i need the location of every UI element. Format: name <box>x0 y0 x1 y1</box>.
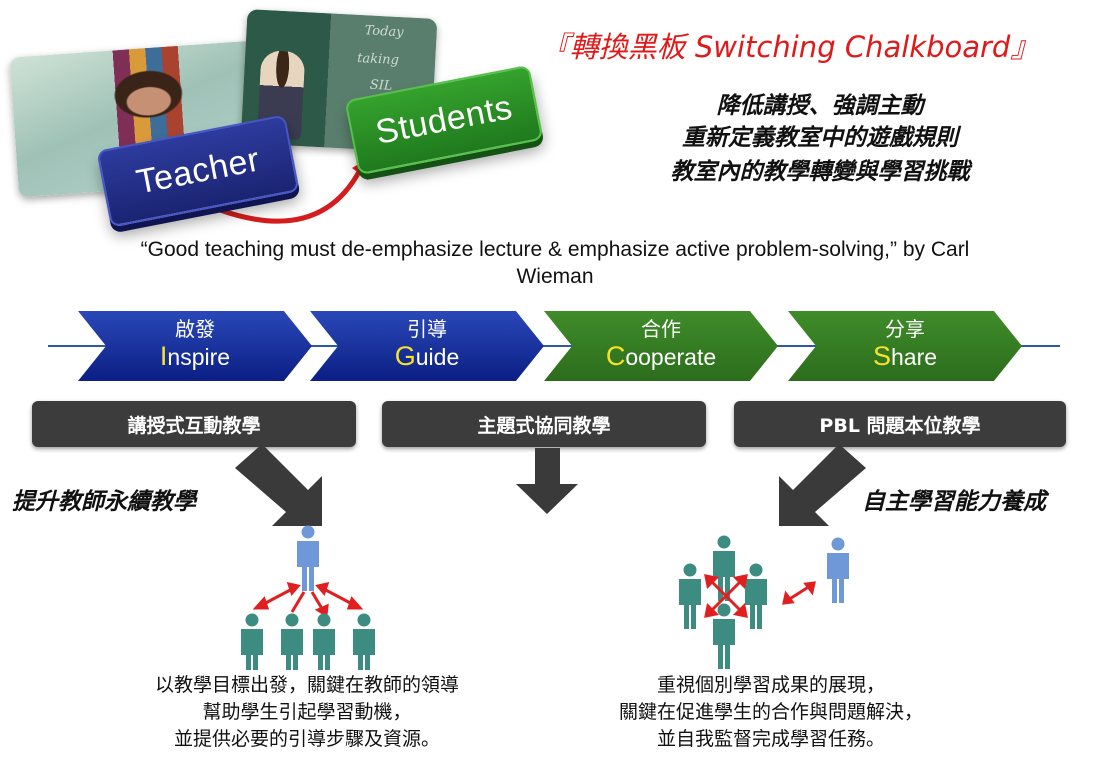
step-zh-label: 分享 <box>885 317 925 341</box>
board-text: Today <box>364 23 404 41</box>
method-pbl: PBL 問題本位教學 <box>734 401 1066 447</box>
step-guide: 引導 Guide <box>310 311 544 381</box>
cooperative-group <box>679 535 849 669</box>
quote-line: “Good teaching must de-emphasize lecture… <box>140 238 970 261</box>
method-lecture: 講授式互動教學 <box>32 401 356 447</box>
caption-line: 重視個別學習成果的展現， <box>656 674 885 696</box>
method-arrows <box>235 444 866 526</box>
board-text: taking <box>356 50 400 69</box>
caption-line: 並提供必要的引導步驟及資源。 <box>173 728 440 750</box>
caption-left: 以教學目標出發，關鍵在教師的領導 幫助學生引起學習動機， 並提供必要的引導步驟及… <box>72 672 542 753</box>
step-cooperate: 合作 Cooperate <box>544 311 778 381</box>
student-person-icon <box>241 613 375 670</box>
right-down-arrow-icon <box>779 444 866 526</box>
step-zh-label: 合作 <box>641 317 681 341</box>
collaboration-arrows-icon <box>704 574 816 618</box>
step-zh-label: 啟發 <box>175 317 215 341</box>
caption-line: 幫助學生引起學習動機， <box>202 701 412 723</box>
outcome-left: 提升教師永續教學 <box>12 489 196 515</box>
method-thematic: 主題式協同教學 <box>382 401 706 447</box>
step-en-label: Guide <box>394 341 460 371</box>
subtitle-line: 重新定義教室中的遊戲規則 <box>682 125 958 151</box>
quote: “Good teaching must de-emphasize lecture… <box>20 236 1090 290</box>
individual-person-icon <box>827 537 849 603</box>
caption-line: 關鍵在促進學生的合作與問題解決， <box>618 701 923 723</box>
step-inspire: 啟發 Inspire <box>78 311 312 381</box>
student-person-icon <box>679 535 767 669</box>
step-en-label: Inspire <box>159 341 231 371</box>
caption-right: 重視個別學習成果的展現， 關鍵在促進學生的合作與問題解決， 並自我監督完成學習任… <box>536 672 1006 753</box>
center-down-arrow-icon <box>516 448 578 514</box>
teacher-led-group <box>241 525 375 670</box>
step-share: 分享 Share <box>788 311 1022 381</box>
process-axis <box>48 345 1060 347</box>
caption-line: 並自我監督完成學習任務。 <box>656 728 885 750</box>
subtitle-line: 教室內的教學轉變與學習挑戰 <box>670 159 970 185</box>
interaction-arrows-icon <box>252 581 364 618</box>
quote-line: Wieman <box>516 265 594 288</box>
step-zh-label: 引導 <box>407 317 447 341</box>
outcome-right: 自主學習能力養成 <box>862 489 1046 515</box>
left-down-arrow-icon <box>235 444 322 526</box>
teacher-person-icon <box>297 525 319 591</box>
step-en-label: Share <box>872 341 938 371</box>
subtitle-line: 降低講授、強調主動 <box>716 93 924 119</box>
step-en-label: Cooperate <box>605 341 717 371</box>
page-title: 『轉換黑板 Switching Chalkboard』 <box>540 30 1040 64</box>
caption-line: 以教學目標出發，關鍵在教師的領導 <box>154 674 459 696</box>
